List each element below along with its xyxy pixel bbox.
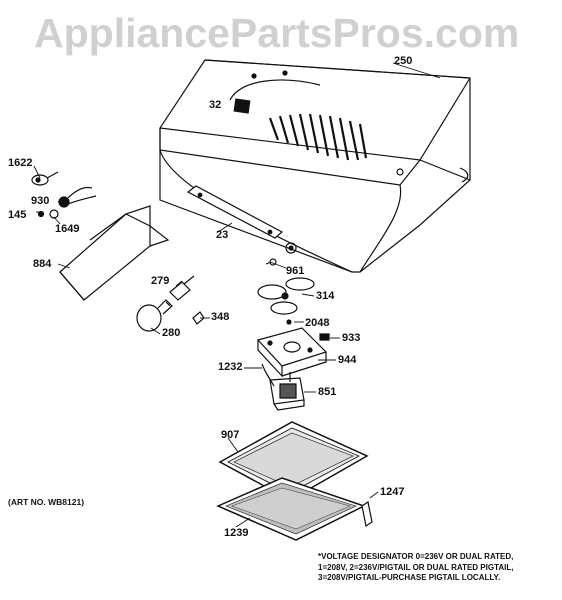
voltage-note-line: *VOLTAGE DESIGNATOR 0=236V OR DUAL RATED… bbox=[318, 552, 514, 561]
lamp-socket-small bbox=[50, 210, 58, 218]
art-number: (ART NO. WB8121) bbox=[8, 497, 85, 507]
part-label-930: 930 bbox=[31, 195, 50, 207]
part-label-884: 884 bbox=[33, 258, 52, 270]
part-label-145: 145 bbox=[8, 209, 27, 221]
part-label-348: 348 bbox=[211, 311, 230, 323]
part-label-32: 32 bbox=[209, 99, 222, 111]
part-label-1649: 1649 bbox=[55, 223, 80, 235]
part-label-1239: 1239 bbox=[224, 527, 249, 539]
motor-bracket bbox=[258, 328, 326, 376]
lamp-panel bbox=[60, 206, 168, 300]
part-label-279: 279 bbox=[151, 275, 170, 287]
filter-clip bbox=[362, 502, 372, 526]
charcoal-filter bbox=[218, 478, 364, 540]
nut-part bbox=[39, 212, 44, 217]
rocker-switch bbox=[59, 187, 96, 207]
part-label-280: 280 bbox=[162, 327, 181, 339]
watermark-text: AppliancePartsPros.com bbox=[34, 10, 520, 56]
grease-filter bbox=[220, 422, 367, 500]
voltage-note: *VOLTAGE DESIGNATOR 0=236V OR DUAL RATED… bbox=[318, 552, 558, 584]
knob-and-screw bbox=[266, 243, 296, 265]
part-label-933: 933 bbox=[342, 332, 361, 344]
range-hood-body bbox=[160, 60, 470, 272]
voltage-note-line: 1=208V, 2=236V/PIGTAIL OR DUAL RATED PIG… bbox=[318, 562, 514, 572]
part-label-1247: 1247 bbox=[380, 486, 405, 498]
part-label-1232: 1232 bbox=[218, 361, 243, 373]
part-label-2048: 2048 bbox=[305, 317, 330, 329]
fan-blade bbox=[258, 278, 314, 314]
part-label-944: 944 bbox=[338, 354, 357, 366]
part-label-1622: 1622 bbox=[8, 157, 33, 169]
part-label-851: 851 bbox=[318, 386, 337, 398]
fan-nut bbox=[287, 320, 291, 324]
fan-motor bbox=[270, 372, 304, 410]
lamp-socket bbox=[170, 276, 194, 300]
part-label-961: 961 bbox=[286, 265, 305, 277]
motor-wire bbox=[262, 364, 274, 386]
filter-channel-strip bbox=[188, 186, 282, 238]
grommet-part bbox=[320, 334, 329, 340]
switch-knob bbox=[32, 172, 58, 185]
part-label-907: 907 bbox=[221, 429, 240, 441]
part-label-314: 314 bbox=[316, 290, 335, 302]
voltage-note-line: 3=208V/PIGTAIL-PURCHASE PIGTAIL LOCALLY. bbox=[318, 573, 501, 582]
part-label-250: 250 bbox=[394, 55, 413, 67]
light-bulb bbox=[137, 300, 172, 331]
part-label-23: 23 bbox=[216, 229, 229, 241]
